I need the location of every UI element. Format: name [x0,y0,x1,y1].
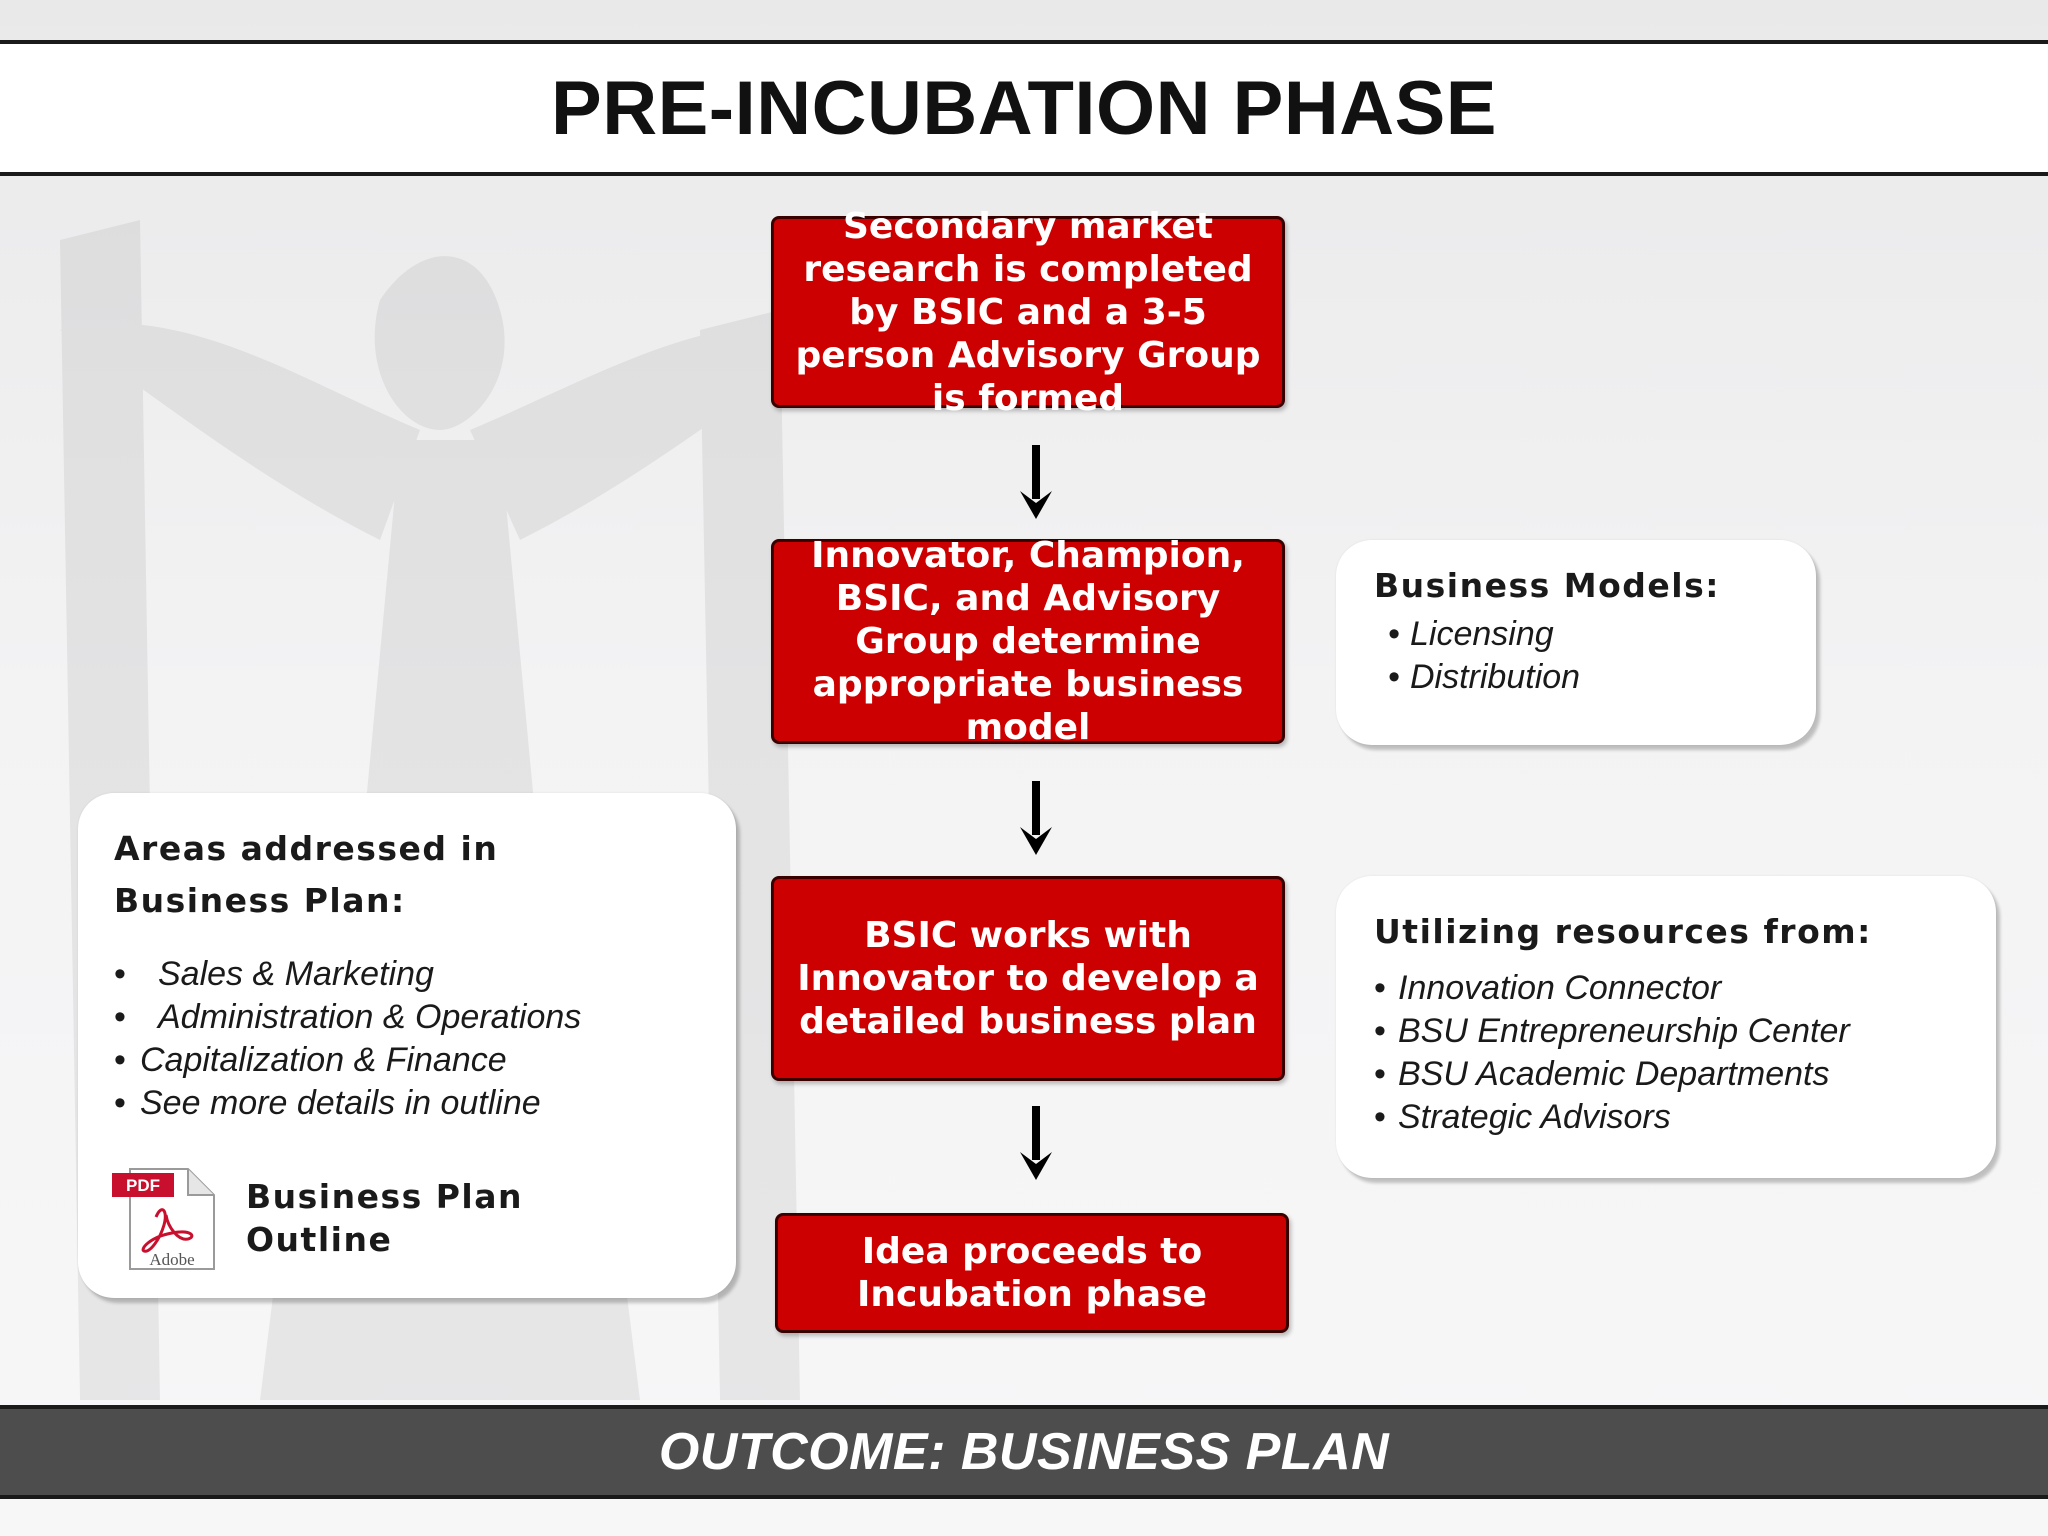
bullet-icon: • [114,998,126,1036]
list-item: • Strategic Advisors [1374,1096,1996,1139]
business-models-list: • Licensing • Distribution [1374,613,1816,699]
plan-area-label: Administration & Operations [158,998,582,1036]
process-step-market-research: Secondary market research is completed b… [771,206,1285,419]
arrow-down-icon [1020,1106,1052,1180]
pdf-badge-label: PDF [126,1176,160,1195]
outcome-bar: OUTCOME: BUSINESS PLAN [0,1405,2048,1499]
list-item: • See more details in outline [114,1082,736,1125]
process-step-business-model: Innovator, Champion, BSIC, and Advisory … [771,535,1285,748]
list-item: • Licensing [1374,613,1816,656]
page-title: PRE-INCUBATION PHASE [551,65,1497,151]
pdf-vendor-label: Adobe [149,1250,194,1269]
pdf-document-icon[interactable]: PDF Adobe [110,1163,222,1273]
process-step-business-plan: BSIC works with Innovator to develop a d… [771,876,1285,1081]
business-plan-list: • Sales & Marketing • Administration & Ope… [114,953,736,1125]
plan-area-label: Capitalization & Finance [140,1041,507,1079]
bullet-icon: • [1388,658,1400,696]
list-item: • BSU Entrepreneurship Center [1374,1010,1996,1053]
bullet-icon: • [1388,615,1400,653]
bullet-icon: • [1374,1055,1386,1093]
list-item: • Distribution [1374,656,1816,699]
list-item: • BSU Academic Departments [1374,1053,1996,1096]
resource-label: Strategic Advisors [1398,1098,1671,1136]
plan-area-label: See more details in outline [140,1084,541,1122]
outcome-label: OUTCOME: BUSINESS PLAN [658,1423,1390,1481]
resources-list: • Innovation Connector • BSU Entrepreneurs… [1374,967,1996,1139]
resource-label: BSU Academic Departments [1398,1055,1830,1093]
bullet-icon: • [114,955,126,993]
bullet-icon: • [114,1084,126,1122]
resources-heading: Utilizing resources from: [1374,912,1872,951]
business-model-label: Licensing [1410,615,1554,653]
list-item: • Innovation Connector [1374,967,1996,1010]
bullet-icon: • [114,1041,126,1079]
arrow-down-icon [1020,445,1052,519]
resource-label: BSU Entrepreneurship Center [1398,1012,1850,1050]
business-models-card: Business Models: • Licensing • Distributio… [1336,540,1816,745]
bullet-icon: • [1374,1098,1386,1136]
process-step-incubation: Idea proceeds to Incubation phase [775,1213,1289,1333]
list-item: • Sales & Marketing [114,953,736,996]
business-plan-outline-link[interactable]: Business Plan Outline [246,1177,524,1259]
list-item: • Capitalization & Finance [114,1039,736,1082]
bullet-icon: • [1374,1012,1386,1050]
resources-card: Utilizing resources from: • Innovation Co… [1336,876,1996,1178]
resource-label: Innovation Connector [1398,969,1722,1007]
arrow-down-icon [1020,781,1052,855]
plan-area-label: Sales & Marketing [158,955,434,993]
title-bar: PRE-INCUBATION PHASE [0,40,2048,176]
list-item: • Administration & Operations [114,996,736,1039]
business-models-heading: Business Models: [1374,566,1720,605]
business-plan-heading: Areas addressed in Business Plan: [114,829,499,920]
bullet-icon: • [1374,969,1386,1007]
business-model-label: Distribution [1410,658,1581,696]
business-plan-card: Areas addressed in Business Plan: • Sales… [78,793,736,1298]
